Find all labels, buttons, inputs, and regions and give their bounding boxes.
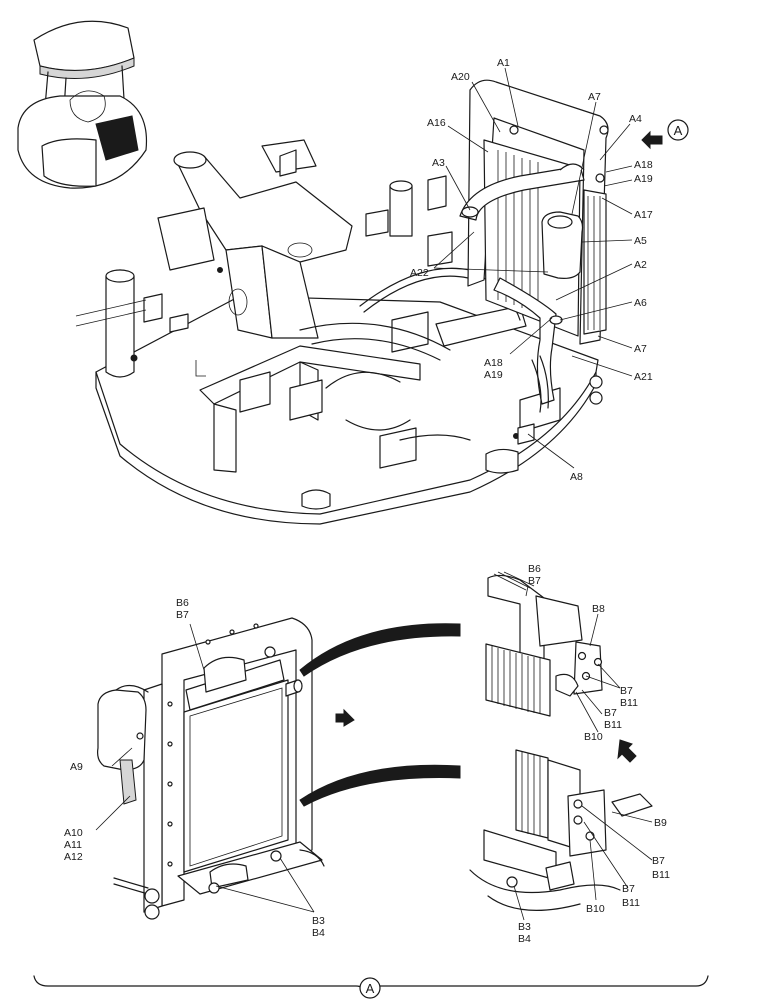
label-b7-right-top: B7: [528, 575, 541, 587]
label-b10-upper: B10: [584, 731, 603, 743]
machine-thumbnail: [17, 20, 148, 189]
label-a12: A12: [64, 851, 83, 863]
label-a20: A20: [451, 71, 470, 83]
view-a-arrow-upper: A: [641, 119, 689, 150]
label-b6-right: B6: [528, 563, 541, 575]
label-a18-top: A18: [634, 159, 653, 171]
radiator-detail-left: [97, 617, 325, 920]
label-a2: A2: [634, 259, 647, 271]
detail-link-curves: [299, 623, 461, 807]
upper-frame-assembly: [75, 139, 599, 525]
label-b3-left: B3: [312, 915, 325, 927]
label-a8: A8: [570, 471, 583, 483]
label-b7-r1: B7: [620, 685, 633, 697]
label-a17: A17: [634, 209, 653, 221]
label-a1: A1: [497, 57, 510, 69]
label-b11-r4: B11: [622, 897, 640, 909]
view-a-marker-upper: A: [674, 123, 683, 138]
lower-leader-lines: [95, 585, 653, 921]
label-a6: A6: [634, 297, 647, 309]
label-b9: B9: [654, 817, 667, 829]
label-b8: B8: [592, 603, 605, 615]
label-b3-right: B3: [518, 921, 531, 933]
label-a19-top: A19: [634, 173, 653, 185]
label-b4-right: B4: [518, 933, 531, 945]
label-b11-r1: B11: [620, 697, 638, 709]
label-b7-left: B7: [176, 609, 189, 621]
upper-leader-lines: [433, 67, 633, 469]
label-a11: A11: [64, 839, 82, 851]
label-b10-lower: B10: [586, 903, 605, 915]
label-a10: A10: [64, 827, 83, 839]
label-b11-r3: B11: [652, 869, 670, 881]
label-b4-left: B4: [312, 927, 325, 939]
upper-labels: A1 A20 A16 A3 A7 A4 A18 A19 A17 A5 A2 A6…: [410, 57, 653, 483]
label-b7-r3: B7: [652, 855, 665, 867]
label-a22: A22: [410, 267, 429, 279]
label-a9: A9: [70, 761, 83, 773]
label-a16: A16: [427, 117, 446, 129]
radiator-assembly-upper: [459, 79, 609, 445]
view-a-marker-bottom: A: [366, 981, 375, 996]
label-a7-bottom: A7: [634, 343, 647, 355]
label-a7-top: A7: [588, 91, 601, 103]
label-b7-r4: B7: [622, 883, 635, 895]
label-a3: A3: [432, 157, 445, 169]
label-a4: A4: [629, 113, 642, 125]
label-b6-left: B6: [176, 597, 189, 609]
label-a21: A21: [634, 371, 653, 383]
view-arrows-small: [335, 708, 637, 763]
label-a19-mid: A19: [484, 369, 503, 381]
radiator-detail-right: [469, 571, 653, 911]
view-a-bracket: A: [33, 975, 709, 999]
label-b11-r2: B11: [604, 719, 622, 731]
lower-labels: A9 A10 A11 A12 B6 B7 B3 B4 B6 B7 B8 B7 B…: [64, 563, 670, 945]
label-b7-r2: B7: [604, 707, 617, 719]
label-a5: A5: [634, 235, 647, 247]
label-a18-mid: A18: [484, 357, 503, 369]
